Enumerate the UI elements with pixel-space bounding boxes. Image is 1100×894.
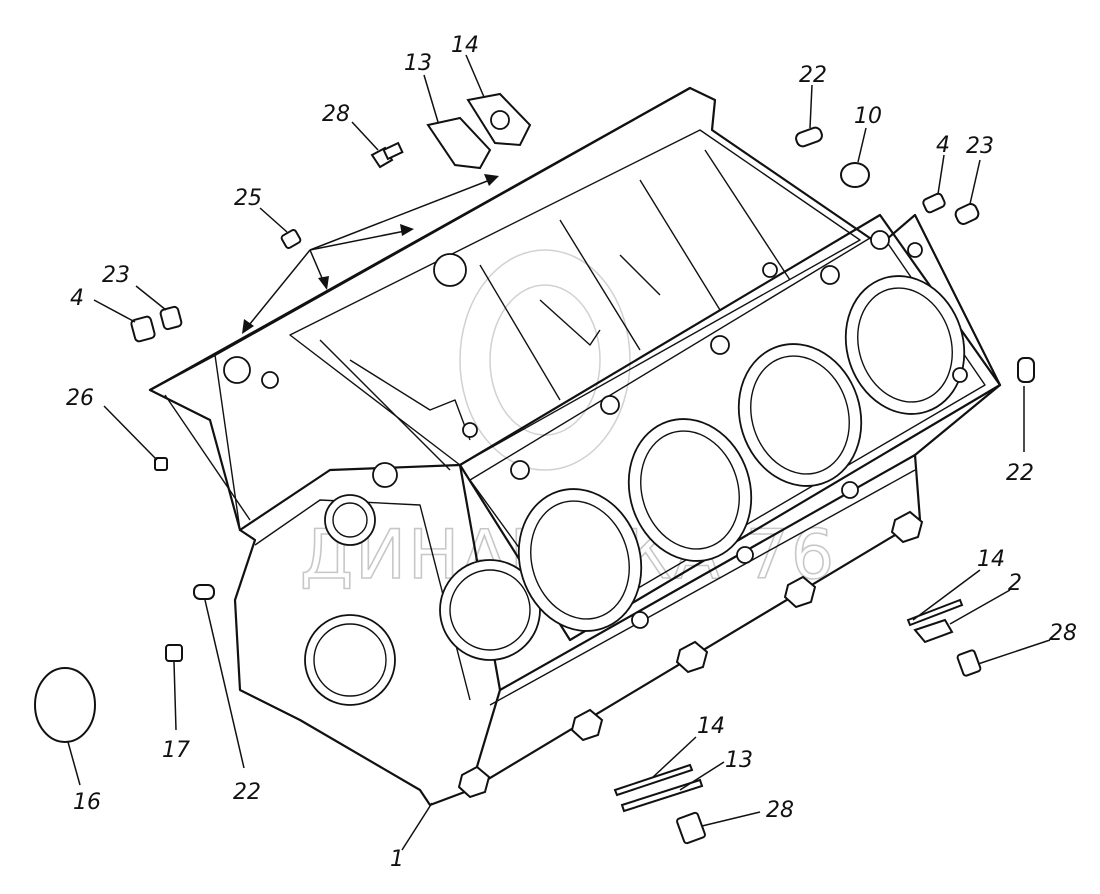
strip-14-right [906, 598, 964, 627]
sleeve-23-right [954, 203, 980, 225]
callout-2: 2 [1008, 571, 1022, 596]
leader-lines [67, 54, 1051, 851]
callout-23-right: 23 [966, 134, 994, 159]
pin-22-right [1017, 357, 1035, 383]
deck-bolt-holes [433, 230, 968, 629]
strip-14-bottom [613, 763, 694, 797]
strip-13-bottom [620, 778, 704, 813]
callout-10: 10 [854, 104, 882, 129]
callout-4-right: 4 [936, 133, 950, 158]
callout-13-top: 13 [404, 51, 432, 76]
plate-2 [913, 618, 954, 644]
gasket-14-top [466, 92, 532, 147]
callout-28-bottom: 28 [766, 798, 794, 823]
plug-26 [154, 457, 168, 471]
callout-14-right: 14 [977, 547, 1005, 572]
crankcase-bolts [457, 510, 924, 799]
cap-16 [34, 667, 96, 743]
callout-13-bottom: 13 [725, 748, 753, 773]
plug-10 [840, 162, 870, 188]
callout-labels: 28 13 14 22 10 4 23 25 23 4 26 22 14 2 2… [66, 33, 1077, 872]
bush-4-right [922, 192, 946, 214]
plug-17 [165, 644, 183, 662]
bolt-28-right [956, 649, 982, 677]
callout-22-top: 22 [799, 63, 827, 88]
callout-22-right: 22 [1006, 461, 1034, 486]
callout-16: 16 [73, 790, 101, 815]
bolt-28-bottom [676, 811, 706, 845]
cover-13-top [426, 116, 492, 170]
callout-25: 25 [234, 186, 262, 211]
sleeve-23-left [159, 305, 183, 331]
callout-26: 26 [66, 386, 94, 411]
callout-1: 1 [390, 847, 404, 872]
cylinder-bores [517, 275, 966, 632]
callout-14-top: 14 [451, 33, 479, 58]
bolt-28-top [370, 141, 404, 169]
callout-22-left: 22 [233, 780, 261, 805]
callout-4-left: 4 [70, 286, 84, 311]
callout-17: 17 [162, 738, 190, 763]
engine-block [148, 86, 1002, 807]
callout-28-right: 28 [1049, 621, 1077, 646]
loose-parts [34, 92, 1035, 845]
pin-22-left [193, 584, 215, 600]
callout-14-bottom: 14 [697, 714, 725, 739]
bush-4-left [130, 315, 156, 343]
pin-22-top [795, 126, 823, 148]
screw-25 [280, 229, 302, 249]
callout-28-top: 28 [322, 102, 350, 127]
callout-23-left: 23 [102, 263, 130, 288]
